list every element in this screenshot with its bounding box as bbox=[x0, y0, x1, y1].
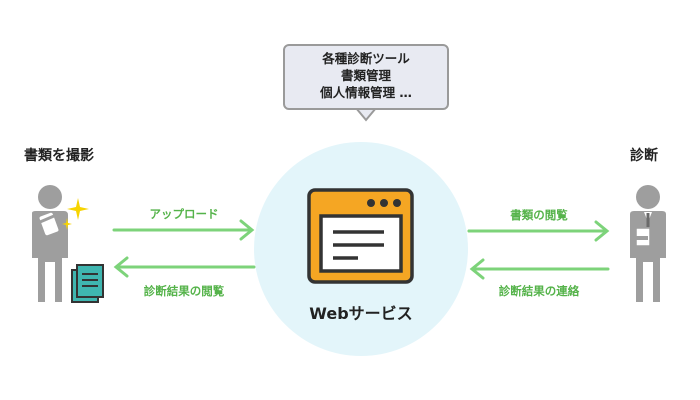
right-title: 診断 bbox=[630, 148, 658, 164]
features-bubble bbox=[283, 44, 449, 110]
label-upload: アップロード bbox=[149, 207, 219, 221]
arrow-notify-result bbox=[469, 258, 610, 280]
feature-diagnosis-tools: 各種診断ツール bbox=[322, 51, 410, 66]
sparkle-icon bbox=[62, 198, 89, 230]
feature-document-management: 書類管理 bbox=[340, 68, 391, 83]
left-title: 書類を撮影 bbox=[24, 148, 94, 164]
document-icon bbox=[71, 264, 104, 303]
feature-personal-info-management: 個人情報管理 … bbox=[320, 85, 412, 100]
label-view-result: 診断結果の閲覧 bbox=[143, 284, 225, 298]
person-left-icon bbox=[32, 185, 68, 302]
features-list: 各種診断ツール 書類管理 個人情報管理 … bbox=[283, 50, 449, 101]
arrow-view-result bbox=[113, 256, 256, 278]
person-right-icon bbox=[630, 185, 666, 302]
label-view-docs: 書類の閲覧 bbox=[510, 208, 568, 222]
arrow-upload bbox=[112, 219, 255, 241]
arrow-view-docs bbox=[467, 220, 610, 242]
service-label: Webサービス bbox=[309, 304, 413, 323]
browser-window-icon bbox=[307, 188, 414, 284]
label-notify-result: 診断結果の連絡 bbox=[498, 284, 580, 298]
